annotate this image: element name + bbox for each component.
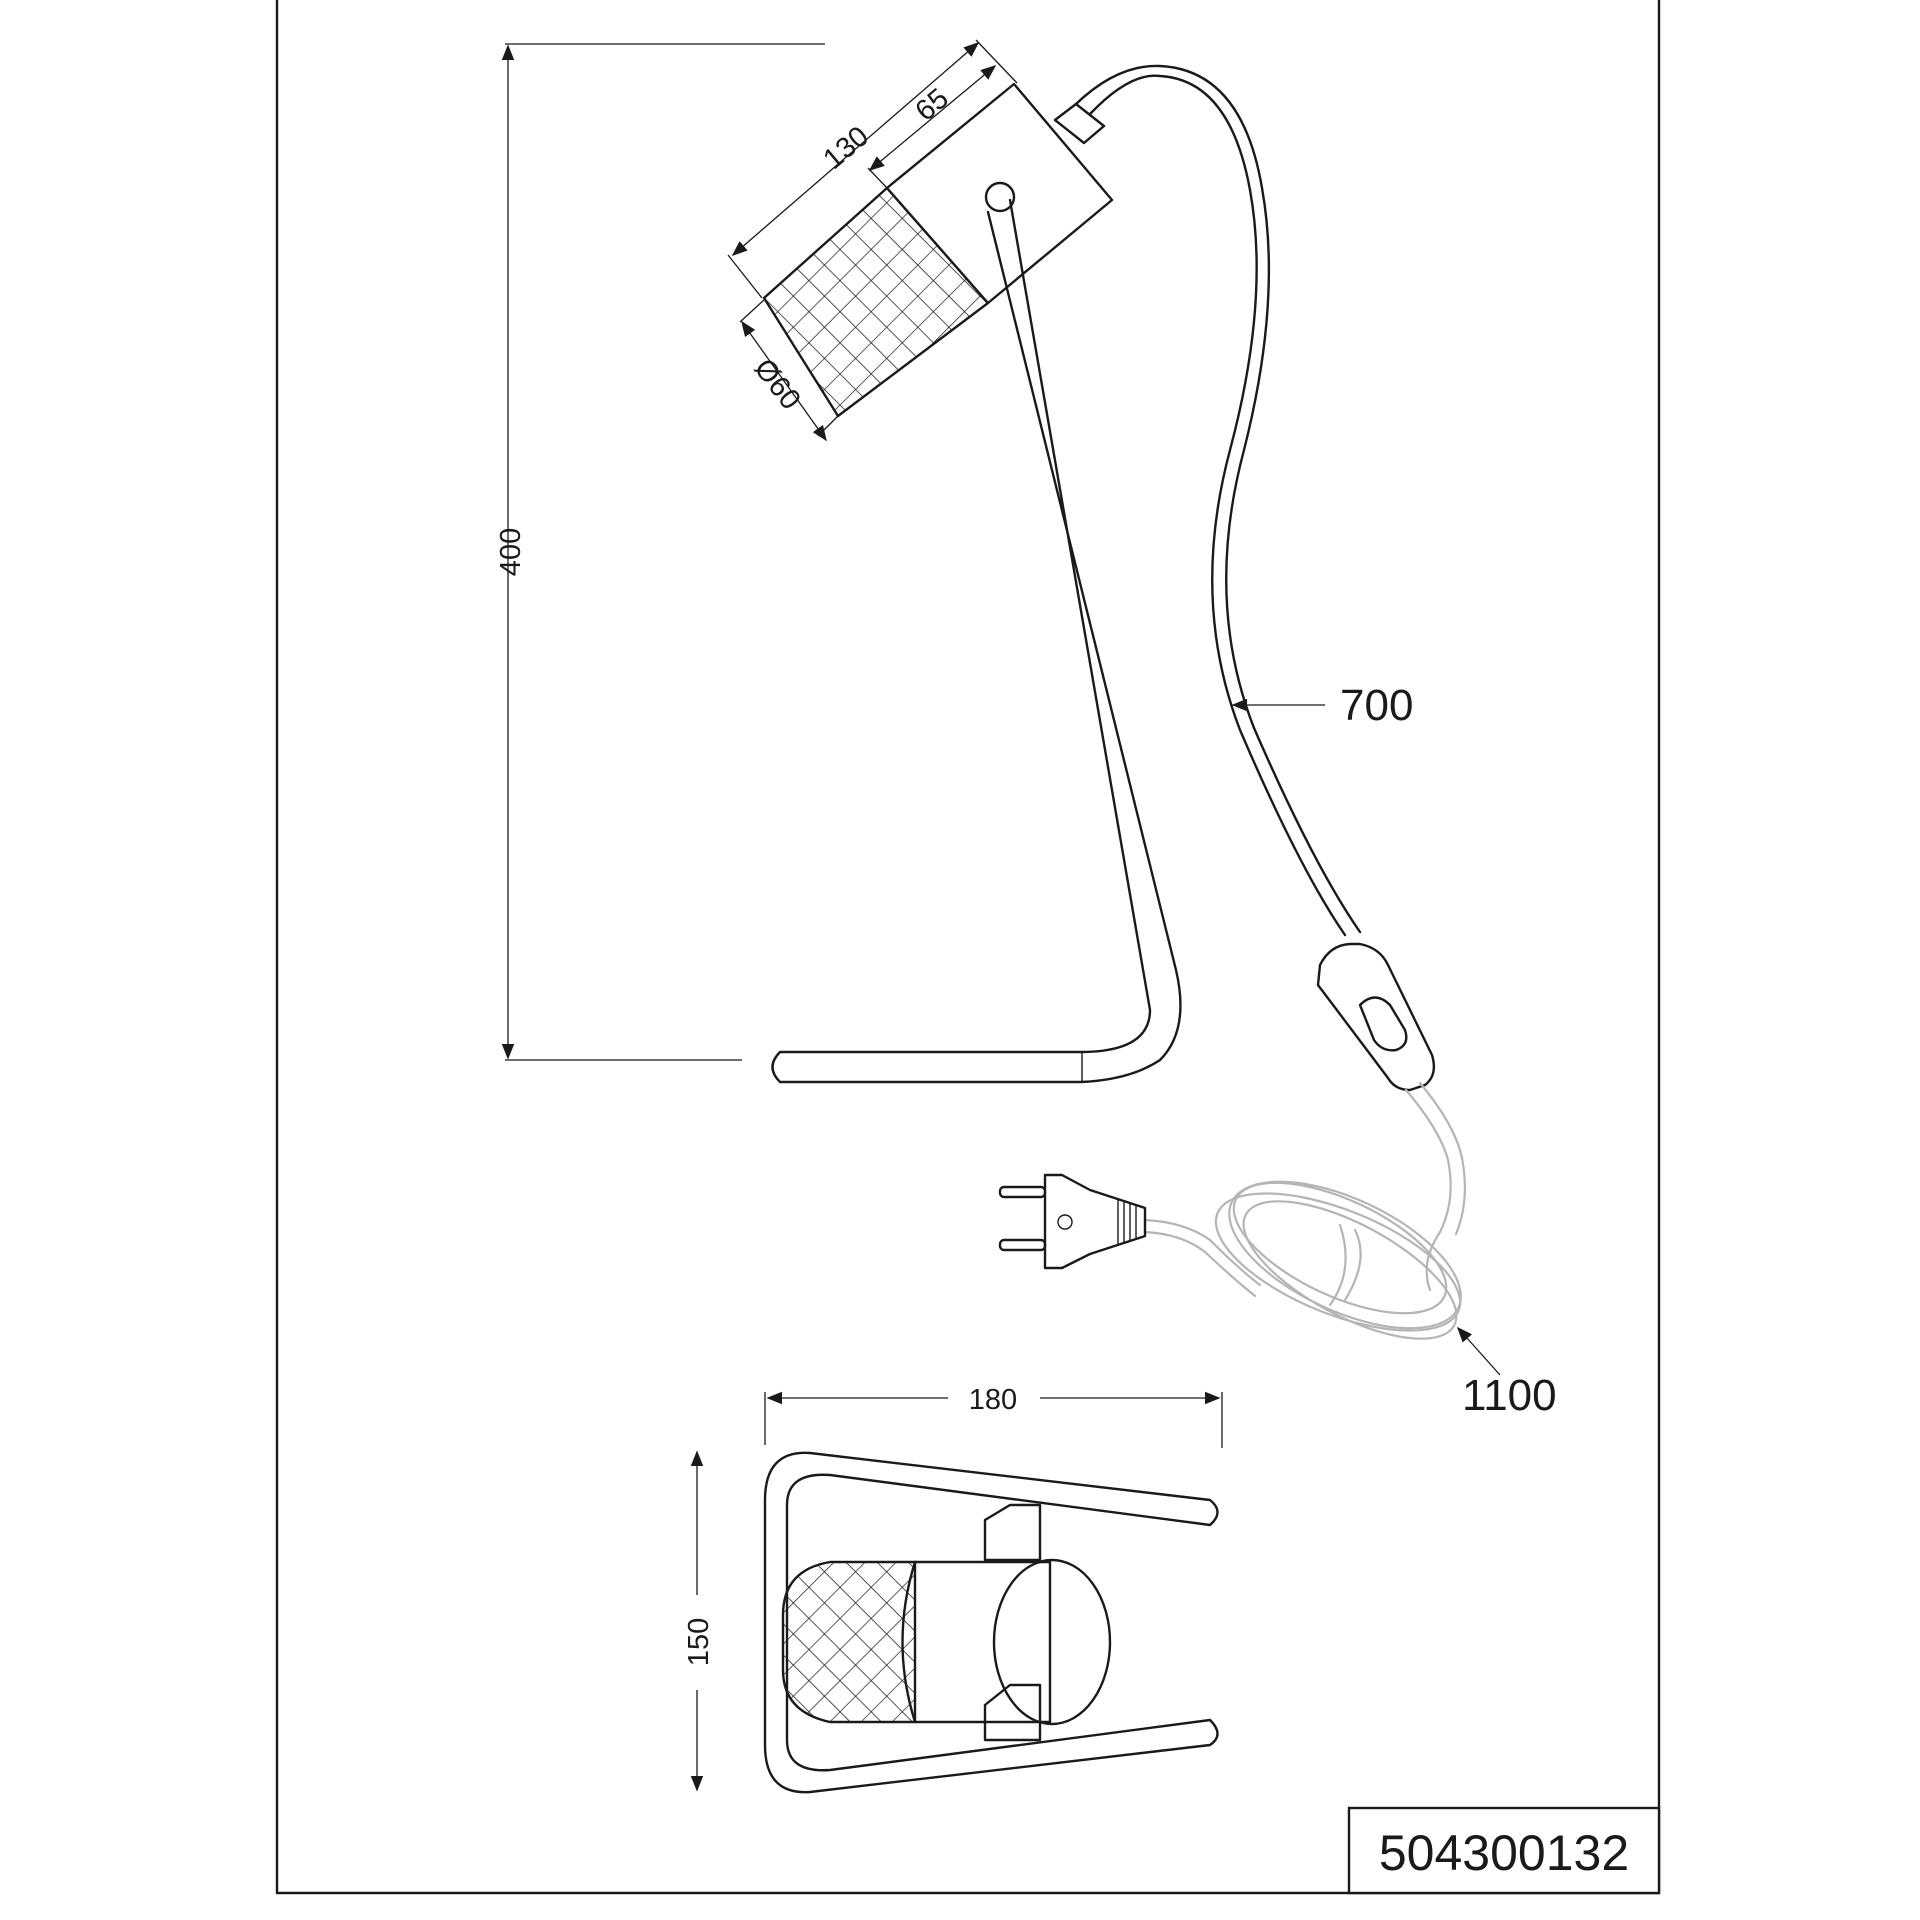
- dimension-shade-body: [867, 65, 997, 189]
- article-number-box: [1347, 1806, 1661, 1895]
- dimension-base-depth-label: 150: [683, 1618, 715, 1666]
- bracket-bottom: [983, 1683, 1042, 1742]
- dimension-base-width: [764, 1391, 1223, 1448]
- cable-gland: [1053, 102, 1106, 145]
- callout-cable-700-label: 700: [1340, 681, 1413, 730]
- cable-grey-coil: [1143, 1081, 1466, 1340]
- lamp-side-view: 400 130 65 Ø60 700 1100: [495, 39, 1557, 1420]
- dimension-height-label: 400: [495, 528, 527, 576]
- top-shade-end-cap: [992, 1558, 1112, 1726]
- dimension-shade-length-label: 130: [817, 120, 875, 176]
- dimension-shade-body-label: 65: [910, 82, 955, 127]
- pivot-knob: [984, 181, 1016, 213]
- lamp-arm: [771, 198, 1182, 1084]
- lamp-top-view: 180 150: [683, 1384, 1223, 1794]
- article-number: 504300132: [1379, 1825, 1629, 1881]
- top-shade-body: [901, 1560, 1052, 1724]
- callout-cable-1100-label: 1100: [1462, 1371, 1557, 1420]
- dimension-base-width-label: 180: [969, 1384, 1017, 1416]
- lamp-shade: [762, 82, 1114, 418]
- inline-switch: [1316, 942, 1436, 1092]
- top-shade-mesh: [781, 1560, 917, 1724]
- callout-cable-1100: [1456, 1326, 1501, 1376]
- cable-black: [1088, 74, 1347, 937]
- dimension-shade-diameter: [739, 299, 839, 442]
- bracket-top: [983, 1503, 1042, 1562]
- dimension-height: [501, 43, 825, 1061]
- base-frame: [763, 1451, 1219, 1794]
- power-plug: [998, 1173, 1147, 1270]
- dimension-shade-diameter-label: Ø60: [748, 353, 807, 416]
